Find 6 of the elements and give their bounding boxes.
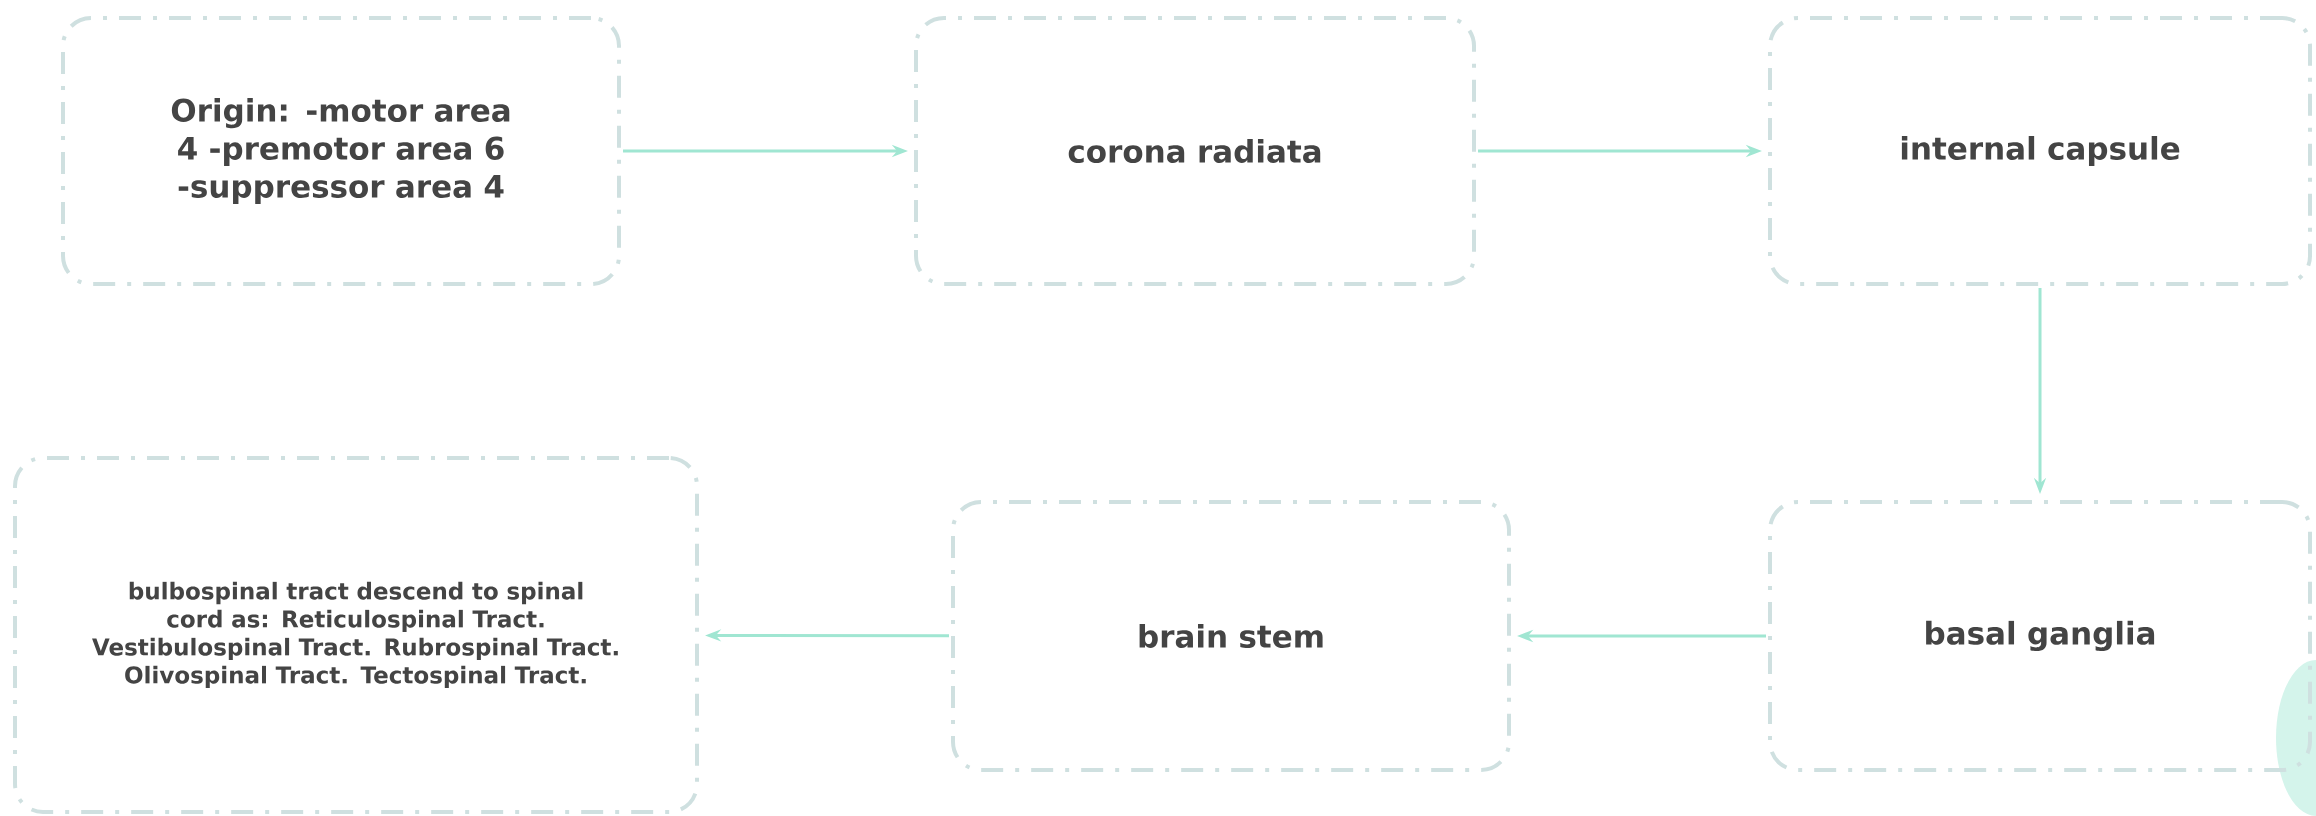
process-box: bulbospinal tract descend to spinal cord as: Reticulospinal Tract. Vestibulospinal Tract. Rubrospinal Tract. Olivospinal Tract. Tectospinal Tract. — [13, 456, 699, 814]
process-box: basal ganglia — [1768, 500, 2312, 772]
process-box: Origin: -motor area 4 -premotor area 6 -suppressor area 4 — [61, 16, 621, 286]
process-box: brain stem — [951, 500, 1511, 772]
process-box: corona radiata — [914, 16, 1476, 286]
process-box: internal capsule — [1768, 16, 2312, 286]
